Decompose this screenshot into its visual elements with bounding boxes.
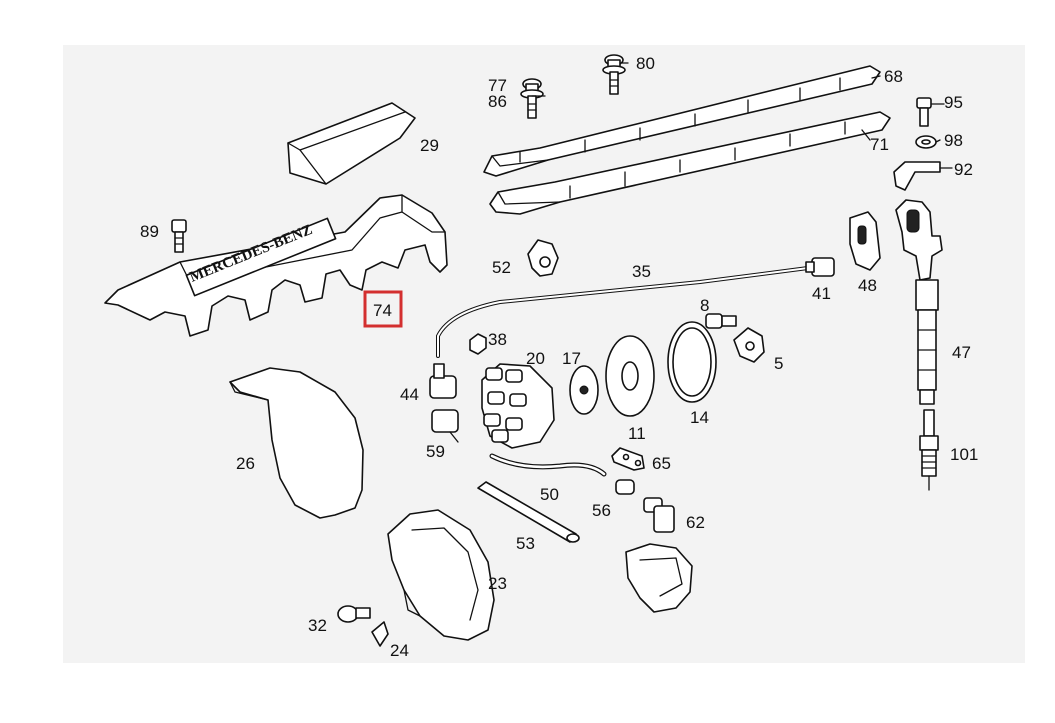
- label-89[interactable]: 89: [140, 222, 159, 241]
- part-80-bolt[interactable]: [602, 54, 626, 95]
- label-24[interactable]: 24: [390, 641, 409, 660]
- label-41[interactable]: 41: [812, 284, 831, 303]
- label-38[interactable]: 38: [488, 330, 507, 349]
- part-32-bolt[interactable]: [337, 605, 371, 623]
- label-101[interactable]: 101: [950, 445, 978, 464]
- part-11-pulley[interactable]: [605, 335, 655, 417]
- label-8[interactable]: 8: [700, 296, 709, 315]
- label-47[interactable]: 47: [952, 343, 971, 362]
- part-62-elbow[interactable]: [643, 497, 675, 533]
- label-29[interactable]: 29: [420, 136, 439, 155]
- part-65-gasket[interactable]: [611, 447, 645, 471]
- label-95[interactable]: 95: [944, 93, 963, 112]
- part-5-sensor[interactable]: [733, 327, 765, 363]
- label-50[interactable]: 50: [540, 485, 559, 504]
- label-35[interactable]: 35: [632, 262, 651, 281]
- part-89-bolt[interactable]: [171, 219, 187, 253]
- part-20-distributor-cap[interactable]: [481, 363, 555, 449]
- part-71-rail[interactable]: [489, 111, 891, 215]
- label-65[interactable]: 65: [652, 454, 671, 473]
- part-74-engine-cover[interactable]: MERCEDES-BENZ: [104, 194, 448, 337]
- part-41-connector[interactable]: [805, 257, 835, 277]
- leader-lines: [531, 62, 953, 169]
- label-23[interactable]: 23: [488, 574, 507, 593]
- part-68-rail[interactable]: [483, 65, 881, 177]
- label-98[interactable]: 98: [944, 131, 963, 150]
- part-8-stud[interactable]: [705, 313, 737, 329]
- label-48[interactable]: 48: [858, 276, 877, 295]
- part-50-hose[interactable]: [489, 453, 607, 477]
- label-26[interactable]: 26: [236, 454, 255, 473]
- label-56[interactable]: 56: [592, 501, 611, 520]
- bracket-mount[interactable]: [625, 543, 693, 613]
- part-47-ignition-lead[interactable]: [895, 199, 943, 405]
- part-92-bracket[interactable]: [893, 161, 941, 191]
- label-74[interactable]: 74: [373, 301, 392, 320]
- part-24-clip[interactable]: [371, 621, 389, 647]
- label-53[interactable]: 53: [516, 534, 535, 553]
- label-77[interactable]: 77: [488, 76, 507, 95]
- part-98-washer[interactable]: [915, 135, 937, 149]
- label-20[interactable]: 20: [526, 349, 545, 368]
- label-59[interactable]: 59: [426, 442, 445, 461]
- part-44-connector[interactable]: [429, 363, 457, 399]
- part-35-cable[interactable]: [436, 266, 810, 358]
- label-11[interactable]: 11: [628, 424, 646, 443]
- part-48-bracket[interactable]: [849, 211, 881, 271]
- label-80[interactable]: 80: [636, 54, 655, 73]
- label-92[interactable]: 92: [954, 160, 973, 179]
- label-32[interactable]: 32: [308, 616, 327, 635]
- label-86[interactable]: 86: [488, 92, 507, 111]
- part-101-spark-plug[interactable]: [919, 409, 939, 491]
- part-labels: 29 89 74 26 77 86 80 68 71 95 98 92 52 3…: [140, 54, 978, 660]
- highlight-box: [363, 290, 403, 328]
- part-14-o-ring[interactable]: [667, 321, 717, 403]
- part-52-sensor[interactable]: [527, 239, 559, 277]
- part-23-housing[interactable]: [387, 509, 495, 641]
- part-17-rotor[interactable]: [569, 365, 599, 415]
- label-14[interactable]: 14: [690, 408, 709, 427]
- label-5[interactable]: 5: [774, 354, 783, 373]
- part-29-cover[interactable]: [287, 102, 416, 185]
- label-68[interactable]: 68: [884, 67, 903, 86]
- part-53-shaft[interactable]: [477, 481, 580, 543]
- part-26-side-cover[interactable]: [229, 367, 364, 519]
- part-95-bolt[interactable]: [916, 97, 932, 127]
- part-77-bolt[interactable]: [520, 78, 544, 119]
- label-71[interactable]: 71: [870, 135, 889, 154]
- part-38-nut[interactable]: [469, 333, 487, 355]
- part-59-connector[interactable]: [431, 409, 459, 443]
- label-52[interactable]: 52: [492, 258, 511, 277]
- label-62[interactable]: 62: [686, 513, 705, 532]
- label-44[interactable]: 44: [400, 385, 419, 404]
- label-17[interactable]: 17: [562, 349, 581, 368]
- part-56-fitting[interactable]: [615, 479, 635, 495]
